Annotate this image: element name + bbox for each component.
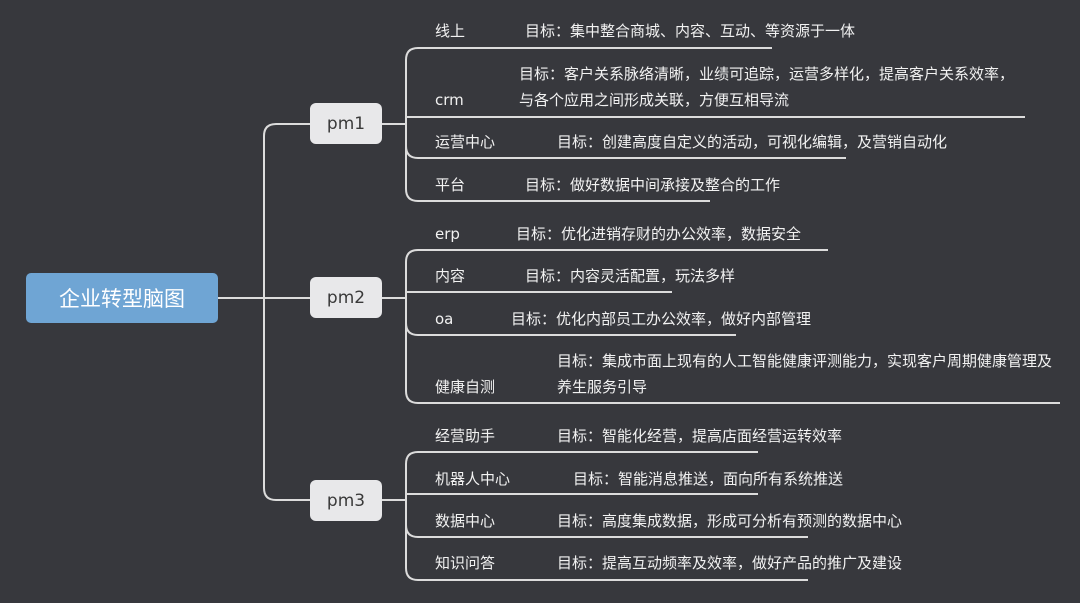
leaf-label[interactable]: 数据中心 — [435, 512, 496, 530]
leaf-label[interactable]: 内容 — [435, 267, 466, 285]
branch-node-pm3[interactable]: pm3 — [310, 480, 382, 521]
branch-label: pm2 — [326, 287, 366, 308]
root-title: 企业转型脑图 — [59, 287, 185, 311]
leaf-label[interactable]: 知识问答 — [435, 554, 496, 572]
leaf-goal: 目标：内容灵活配置，玩法多样 — [525, 267, 736, 285]
leaf-label[interactable]: 运营中心 — [435, 133, 496, 151]
branch-label: pm1 — [326, 113, 366, 134]
leaf-label[interactable]: 健康自测 — [435, 378, 496, 396]
pm1-underline-ops — [405, 145, 846, 159]
leaf-goal: 目标：集成市面上现有的人工智能健康评测能力，实现客户周期健康管理及养生服务引导 — [557, 352, 1053, 396]
branch-node-pm1[interactable]: pm1 — [310, 103, 382, 144]
leaf-goal: 目标：集中整合商城、内容、互动、等资源于一体 — [525, 22, 856, 40]
leaf-label[interactable]: 机器人中心 — [435, 470, 511, 488]
pm3-bracket — [405, 451, 808, 581]
root-node[interactable]: 企业转型脑图 — [26, 273, 218, 323]
leaf-goal: 目标：优化进销存财的办公效率，数据安全 — [516, 225, 802, 243]
branch-node-pm2[interactable]: pm2 — [310, 277, 382, 318]
leaf-goal: 目标：智能消息推送，面向所有系统推送 — [573, 470, 844, 488]
branch-label: pm3 — [326, 490, 366, 511]
leaf-label[interactable]: erp — [435, 225, 460, 243]
pm3-underline-data — [405, 524, 808, 538]
leaf-goal: 目标：提高互动频率及效率，做好产品的推广及建设 — [557, 554, 903, 572]
pm2-underline-oa — [405, 322, 736, 336]
spine-connector — [263, 123, 310, 501]
leaf-label[interactable]: 经营助手 — [435, 427, 496, 445]
leaf-goal: 目标：优化内部员工办公效率，做好内部管理 — [511, 310, 812, 328]
leaf-goal: 目标：智能化经营，提高店面经营运转效率 — [557, 427, 843, 445]
pm1-bracket — [405, 47, 772, 202]
leaf-goal: 目标：高度集成数据，形成可分析有预测的数据中心 — [557, 512, 903, 530]
leaf-label[interactable]: 平台 — [435, 176, 466, 194]
leaf-label[interactable]: 线上 — [435, 22, 466, 40]
leaf-label[interactable]: crm — [435, 91, 464, 109]
leaf-goal: 目标：创建高度自定义的活动，可视化编辑，及营销自动化 — [557, 133, 948, 151]
leaf-label[interactable]: oa — [435, 310, 454, 328]
leaf-goal: 目标：做好数据中间承接及整合的工作 — [525, 176, 781, 194]
leaf-goal: 目标：客户关系脉络清晰，业绩可追踪，运营多样化，提高客户关系效率，与各个应用之间… — [519, 65, 1015, 109]
